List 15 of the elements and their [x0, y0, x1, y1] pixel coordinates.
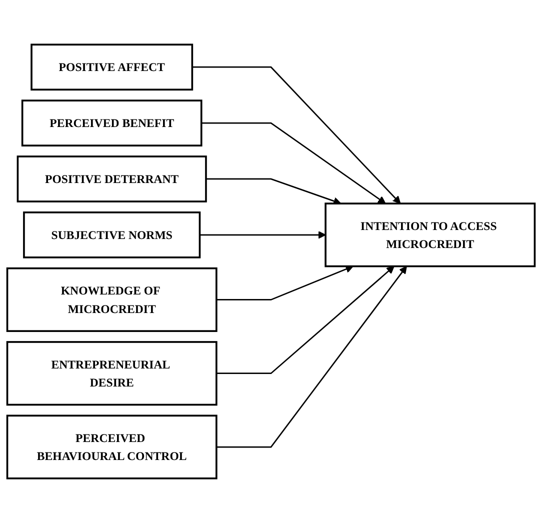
arrow — [201, 122, 386, 204]
node-box: INTENTION TO ACCESS MICROCREDIT — [324, 202, 536, 268]
arrow — [200, 230, 326, 239]
node-box: PERCEIVED BEHAVIOURAL CONTROL — [6, 414, 218, 480]
arrow — [216, 266, 407, 448]
node-box: SUBJECTIVE NORMS — [23, 211, 201, 258]
node-box: KNOWLEDGE OF MICROCREDIT — [6, 267, 218, 332]
node-box: POSITIVE AFFECT — [30, 44, 194, 91]
node-box: PERCEIVED BENEFIT — [21, 100, 202, 146]
node-box: POSITIVE DETERRANT — [16, 156, 207, 202]
arrow — [216, 266, 394, 374]
arrow — [206, 178, 342, 205]
node-box: ENTREPRENEURIAL DESIRE — [6, 341, 218, 406]
arrow — [192, 66, 401, 204]
arrow — [216, 265, 354, 300]
